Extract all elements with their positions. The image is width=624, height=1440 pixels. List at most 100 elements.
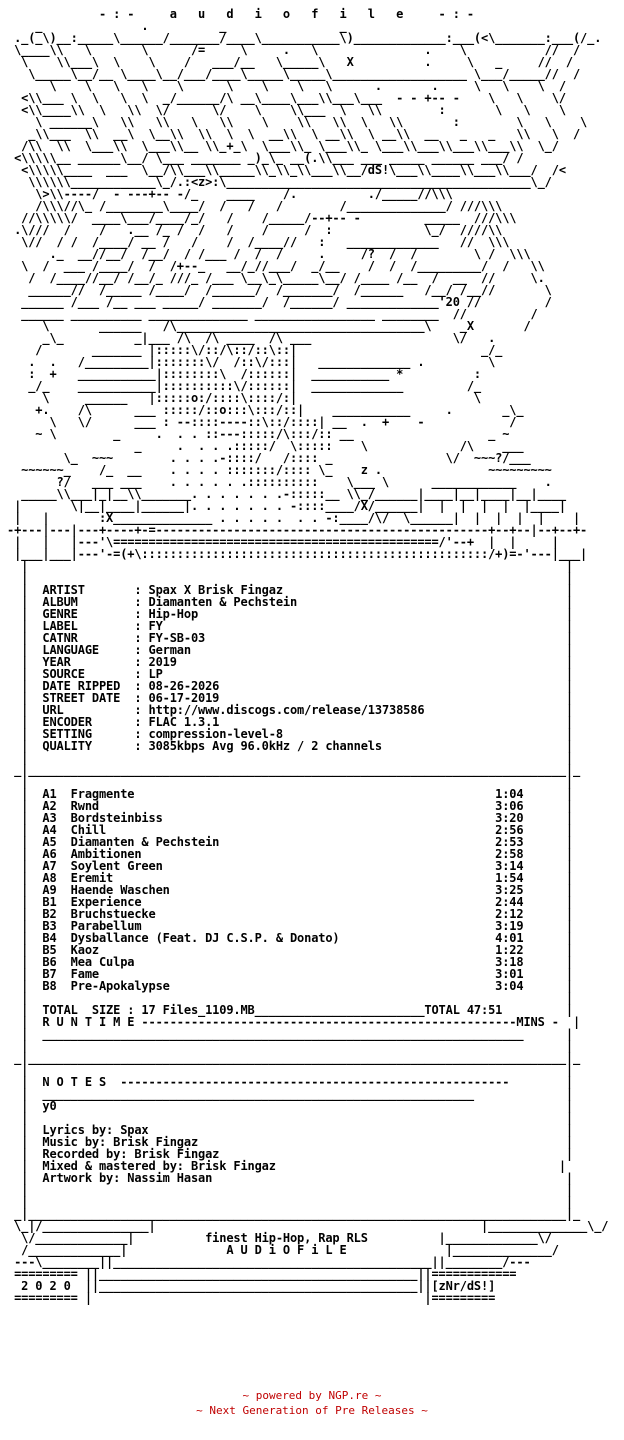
nfo-line: | | xyxy=(7,775,573,789)
nfo-line: | B8 Pre-Apokalypse 3:04 | xyxy=(7,979,573,993)
nfo-line: ._(_\)__:_____\______/_______/____\_____… xyxy=(7,31,602,45)
nfo-line: _|______________________________________… xyxy=(7,1207,581,1221)
nfo-line: -+---|---|---+----+-=-------------------… xyxy=(7,523,588,537)
nfo-line: | TOTAL SIZE : 17 Files_1109.MB_________… xyxy=(7,1003,573,1017)
nfo-line: \_|/_______________| |______________\_/ xyxy=(7,1219,609,1233)
nfo-line: - : - a u d i o f i l e - : - xyxy=(7,7,474,21)
nfo-line: | A4 Chill 2:56 | xyxy=(7,823,573,837)
nfo-line: \_ ~~~ . . . .-::::/ /:::: _ \/ ~~~?/___ xyxy=(7,451,531,465)
nfo-line: | | xyxy=(7,1111,573,1125)
nfo-line: <\\___ \ \ \ \ _/______/\ __\____\___\\_… xyxy=(7,91,566,105)
nfo-line: ~~~~~~_ /_ __ . . . . :::::::/:::: \_ z … xyxy=(7,463,552,477)
nfo-line: ========= ||____________________________… xyxy=(7,1267,517,1281)
nfo-line: | A1 Fragmente 1:04 | xyxy=(7,787,573,801)
nfo-line: \/_____________| finest Hip-Hop, Rap RLS… xyxy=(7,1231,552,1245)
powered-by-text: ~ powered by NGP.re ~ xyxy=(242,1389,382,1402)
nfo-line: .\/// / / .__ /_ / / / / / : \_/ ////\\ xyxy=(7,223,503,237)
nfo-line: | A2 Rwnd 3:06 | xyxy=(7,799,573,813)
nfo-line: \ \\___\ \ \ / ___/__ \_____\ X . \ _ //… xyxy=(7,55,573,69)
nfo-line: \ ______\ \\ \\ \ \\ \ \\ \\ \ \\ : \ \ … xyxy=(7,115,588,129)
nfo-text-block: - : - a u d i o f i l e - : - _ . _ _ ._… xyxy=(7,8,608,1304)
nfo-line: <\\____\\ \ \\ \/ \/ \ \\___ \ \\ : \ \ … xyxy=(7,103,566,117)
nfo-line: | QUALITY : 3085kbps Avg 96.0kHz / 2 cha… xyxy=(7,739,573,753)
nfo-line: \>\\----/ - ---+-- -/_ ____ /. ./_____//… xyxy=(7,187,453,201)
nfo-line: | A8 Eremit 1:54 | xyxy=(7,871,573,885)
nfo-line: | LABEL : FY | xyxy=(7,619,573,633)
nfo-line: | DATE RIPPED : 08-26-2026 | xyxy=(7,679,573,693)
nfo-line: | B5 Kaoz 1:22 | xyxy=(7,943,573,957)
nfo-line: _/_ ___________|::::::::::\/::::::| ____… xyxy=(7,379,481,393)
nfo-line: | | xyxy=(7,751,573,765)
nfo-line: | N O T E S ----------------------------… xyxy=(7,1075,573,1089)
nfo-line: | ALBUM : Diamanten & Pechstein | xyxy=(7,595,573,609)
nfo-line: /\\\//\_ /________\____/ / / / /________… xyxy=(7,199,503,213)
nfo-line: _ . . . .:::::/ \::::: \ /\ ___ xyxy=(7,439,524,453)
nfo-line: | Music by: Brisk Fingaz | xyxy=(7,1135,573,1149)
nfo-line: | LANGUAGE : German | xyxy=(7,643,573,657)
nfo-line: | ______________________________________… xyxy=(7,1027,573,1041)
nfo-line: | \|__|____|______|. . . . . . . -::::__… xyxy=(7,499,566,513)
nfo-line: | B3 Parabellum 3:19 | xyxy=(7,919,573,933)
nfo-line: | ENCODER : FLAC 1.3.1 | xyxy=(7,715,573,729)
nfo-line: | | xyxy=(7,1195,573,1209)
nfo-line: ~ \ _ . . . ::---:::::/\:::/:: __ _ ~ xyxy=(7,427,510,441)
nfo-line: | A6 Ambitionen 2:58 | xyxy=(7,847,573,861)
nfo-line: \// / / /____/ __ / / / /____// : ______… xyxy=(7,235,510,249)
nfo-line: | B6 Mea Culpa 3:18 | xyxy=(7,955,573,969)
footer-tagline: ~ Next Generation of Pre Releases ~ xyxy=(196,1404,428,1417)
nfo-line: ._ __//__/ /__/ / /___ / / / . /? / / \ … xyxy=(7,247,531,261)
nfo-line: | YEAR : 2019 | xyxy=(7,655,573,669)
nfo-line: | | xyxy=(7,571,573,585)
nfo-line: | R U N T I M E ------------------------… xyxy=(7,1015,581,1029)
nfo-line: \ ______ /\_____________________________… xyxy=(7,319,531,333)
nfo-line: | Recorded by: Brisk Fingaz | xyxy=(7,1147,573,1161)
nfo-line: \____\\ \ \ /= \ . \ . \ // / xyxy=(7,43,581,57)
nfo-line: ______// /_____ /____/ /______/ /_______… xyxy=(7,283,552,297)
nfo-line: | STREET DATE : 06-17-2019 | xyxy=(7,691,573,705)
nfo-line: _____\\___|_|__\\_______. . . . . . .-::… xyxy=(7,487,566,501)
nfo-line: | Mixed & mastered by: Brisk Fingaz | xyxy=(7,1159,566,1173)
nfo-line: / /____//__/ /__/_ ///_ /___ \__\_\_____… xyxy=(7,271,545,285)
nfo-line: <\\\\\__ ______\__/ \___ _______ _)_\_ _… xyxy=(7,151,524,165)
nfo-line: | Lyrics by: Spax | xyxy=(7,1123,573,1137)
nfo-line: _\\___ \\ __\ \__\\ \\ \ \ __\\ \ __\\ \… xyxy=(7,127,581,141)
nfo-line: | y0 | xyxy=(7,1099,573,1113)
nfo-line: | | xyxy=(7,559,573,573)
nfo-line: | | |---'\==============================… xyxy=(7,535,559,549)
nfo-line: | ARTIST : Spax X Brisk Fingaz | xyxy=(7,583,573,597)
nfo-line: | B7 Fame 3:01 | xyxy=(7,967,573,981)
nfo-line: . . /_________|:::::::\/ /::\/:::| _____… xyxy=(7,355,496,369)
nfo-line: | | xyxy=(7,1063,573,1077)
nfo-line: \ / ___ /____/ / /+--_ __/_//___/ _/__ /… xyxy=(7,259,545,273)
footer: ~ powered by NGP.re ~ ~ Next Generation … xyxy=(0,1388,624,1418)
nfo-line: | A9 Haende Waschen 3:25 | xyxy=(7,883,573,897)
nfo-line: _ . _ _ xyxy=(7,19,347,33)
nfo-line: | A5 Diamanten & Pechstein 2:53 | xyxy=(7,835,573,849)
nfo-line: | SETTING : compression-level-8 | xyxy=(7,727,573,741)
nfo-line: /_____________| A U D i O F i L E |_____… xyxy=(7,1243,559,1257)
nfo-line: ______ __________ ______________ _______… xyxy=(7,307,538,321)
nfo-line: ---\________||__________________________… xyxy=(7,1255,531,1269)
nfo-line: | | :X______________ . . . . . . . -:___… xyxy=(7,511,581,525)
nfo-line: ?/ ___ ___ . . . . . .:::::::::: \___ \ … xyxy=(7,475,552,489)
nfo-line: \ ______ |:::::o:/::::\::::/:| \ xyxy=(7,391,481,405)
nfo-line: _\_ _|___ /\ /\ ____ /\ ___ \/ . xyxy=(7,331,496,345)
nfo-line: | Artwork by: Nassim Hasan | xyxy=(7,1171,573,1185)
nfo-line: \\\\\\____________\_/.:<z>:\____________… xyxy=(7,175,552,189)
nfo-line: | | xyxy=(7,991,573,1005)
nfo-line: 2 0 2 0 ||______________________________… xyxy=(7,1279,496,1293)
nfo-line: \ \/ ___ : --::::----::\::/::::| __ . + … xyxy=(7,415,517,429)
nfo-line: : + ___________|::::::::\ /::::::| _____… xyxy=(7,367,481,381)
nfo-line: | A7 Soylent Green 3:14 | xyxy=(7,859,573,873)
nfo-line: ========= | |========= xyxy=(7,1291,496,1305)
nfo-line: | SOURCE : LP | xyxy=(7,667,573,681)
nfo-line: _|______________________________________… xyxy=(7,1051,581,1065)
nfo-line: /\\ \\ \___\\ \___\\__ \\_+_\ \___\\_ \_… xyxy=(7,139,559,153)
nfo-line: <\\\\\____ ___ \__/\\___\\_____\\_\\_\\_… xyxy=(7,163,566,177)
nfo-line: | B2 Bruchstuecke 2:12 | xyxy=(7,907,573,921)
nfo-line: \_____\__/__ \____\__/___/____\_____\___… xyxy=(7,67,581,81)
nfo-line: | ______________________________________… xyxy=(7,1087,573,1101)
nfo-line: ______ /___ /__ ___ _____/ _______/ /___… xyxy=(7,295,552,309)
nfo-line: //\\\\\/ ____\___/____/_/ / /_____/--+--… xyxy=(7,211,517,225)
nfo-line: | CATNR : FY-SB-03 | xyxy=(7,631,573,645)
